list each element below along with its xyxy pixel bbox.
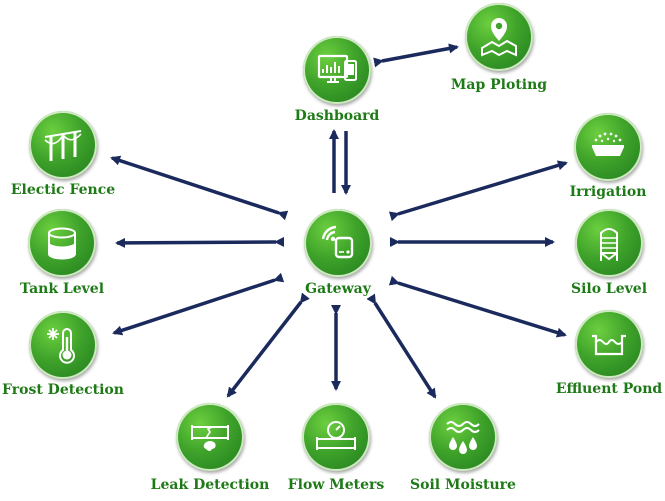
node-label: Map Ploting (450, 77, 548, 93)
pond-icon (575, 310, 643, 378)
node-label: Tank Level (19, 281, 105, 297)
arrow-gateway-soil-moisture (366, 293, 437, 399)
sprinkler-icon (574, 113, 642, 181)
node-label: Soil Moisture (410, 477, 516, 493)
node-label: Silo Level (570, 281, 648, 297)
thermometer-snowflake-icon (29, 311, 97, 379)
node-label: Leak Detection (150, 477, 270, 493)
arrow-gateway-leak-detection (226, 292, 310, 398)
map-pin-icon (465, 3, 533, 71)
node-label: Frost Detection (2, 382, 124, 398)
arrow-gateway-effluent-pond (388, 275, 567, 338)
silo-icon (575, 209, 643, 277)
arrow-gateway-irrigation (388, 160, 568, 222)
arrow-gateway-frost-detection (112, 272, 285, 336)
water-drops-icon (429, 403, 497, 471)
arrow-gateway-tank-level (115, 236, 285, 248)
tank-icon (28, 209, 96, 277)
pipe-leak-icon (176, 403, 244, 471)
node-label: Effluent Pond (555, 381, 663, 397)
fence-icon (29, 111, 97, 179)
node-label: Irrigation (569, 184, 647, 200)
node-label: Electic Fence (10, 182, 116, 198)
node-label: Flow Meters (287, 477, 385, 493)
arrow-dashboard-map-ploting (373, 43, 459, 68)
wifi-router-icon (304, 209, 372, 277)
monitor-dashboard-icon (303, 36, 371, 104)
flow-meter-icon (302, 403, 370, 471)
arrow-gateway-electic-fence (110, 155, 289, 221)
node-label: Dashboard (294, 108, 380, 124)
node-label: Gateway (305, 281, 371, 297)
